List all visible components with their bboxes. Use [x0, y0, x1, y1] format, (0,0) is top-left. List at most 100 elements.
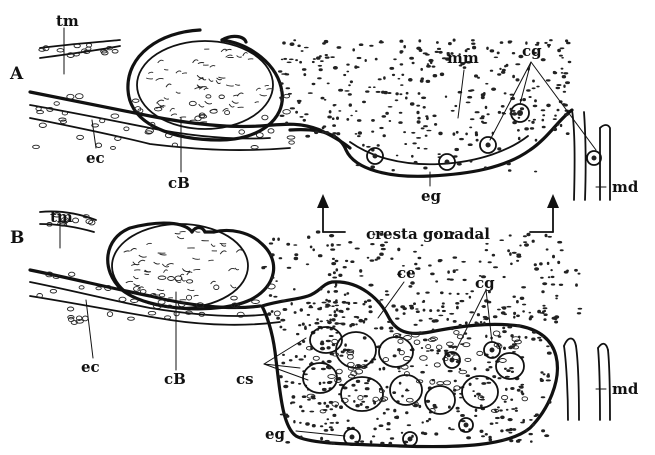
- cell-mark: [287, 136, 295, 139]
- cell-mark: [50, 289, 56, 293]
- cell-mark: [132, 99, 139, 102]
- cell-mark: [432, 115, 436, 118]
- cell-mark: [455, 302, 459, 305]
- cell-mark: [278, 70, 282, 72]
- cell-mark: [416, 292, 419, 294]
- cell-mark: [379, 368, 381, 371]
- cell-mark: [493, 331, 500, 336]
- cell-mark: [335, 283, 337, 286]
- cell-mark: [386, 408, 390, 410]
- cell-mark: [355, 323, 358, 325]
- cell-mark: [211, 281, 216, 284]
- cell-mark: [532, 331, 537, 334]
- cell-mark: [560, 47, 565, 49]
- cell-mark: [434, 432, 438, 435]
- cell-mark: [422, 421, 424, 423]
- cell-mark: [522, 397, 528, 401]
- cell-mark: [325, 440, 330, 442]
- cell-mark: [77, 135, 84, 139]
- cell-mark: [377, 256, 381, 259]
- cell-mark: [469, 127, 472, 129]
- cell-mark: [516, 300, 519, 303]
- cell-mark: [475, 133, 478, 136]
- cell-mark: [439, 51, 443, 54]
- cell-mark: [435, 280, 438, 282]
- cell-mark: [316, 230, 321, 233]
- cell-mark: [463, 279, 467, 281]
- cell-mark: [517, 129, 520, 132]
- cell-mark: [332, 132, 336, 134]
- cell-mark: [180, 232, 186, 233]
- cell-mark: [555, 297, 558, 299]
- cell-mark: [399, 40, 403, 43]
- panel-b-tm-label: tm: [50, 208, 73, 226]
- cell-mark: [157, 289, 164, 290]
- cell-mark: [522, 310, 525, 312]
- cell-mark: [418, 257, 422, 259]
- cell-mark: [513, 296, 516, 298]
- cell-mark: [54, 102, 59, 106]
- cell-mark: [128, 317, 135, 320]
- cell-mark: [279, 257, 283, 259]
- cell-mark: [411, 155, 414, 158]
- cell-mark: [83, 316, 89, 321]
- cell-mark: [418, 92, 421, 95]
- cell-mark: [345, 302, 349, 304]
- cell-mark: [299, 358, 304, 360]
- cell-mark: [407, 424, 411, 426]
- cell-mark: [480, 117, 485, 119]
- cell-mark: [291, 302, 293, 305]
- cell-mark: [526, 233, 530, 237]
- cell-mark: [504, 65, 507, 67]
- cell-mark: [465, 321, 468, 324]
- cell-mark: [561, 57, 564, 59]
- cell-mark: [415, 308, 418, 310]
- cell-mark: [210, 66, 215, 68]
- cell-mark: [507, 326, 512, 329]
- cell-mark: [285, 122, 288, 125]
- cell-mark: [560, 249, 564, 251]
- cell-mark: [508, 169, 512, 172]
- cell-mark: [359, 275, 363, 277]
- cell-mark: [147, 243, 152, 244]
- panel-b-cg-label: cg: [475, 274, 495, 292]
- cell-mark: [521, 384, 525, 386]
- cell-mark: [180, 117, 186, 118]
- cell-mark: [399, 382, 402, 385]
- cell-mark: [465, 358, 471, 361]
- cell-mark: [542, 282, 547, 285]
- cell-mark: [557, 124, 560, 126]
- cell-mark: [322, 388, 327, 391]
- cell-mark: [385, 290, 389, 292]
- cell-mark: [283, 329, 287, 331]
- cell-mark: [111, 146, 116, 149]
- cell-mark: [522, 419, 525, 422]
- cell-mark: [301, 50, 304, 52]
- cell-mark: [367, 379, 370, 382]
- cell-mark: [521, 390, 524, 393]
- cell-mark: [324, 40, 329, 43]
- cell-mark: [519, 245, 521, 247]
- cell-mark: [332, 339, 338, 343]
- cell-mark: [540, 378, 543, 381]
- cell-mark: [336, 132, 340, 135]
- cell-mark: [333, 104, 336, 106]
- cell-mark: [382, 115, 387, 118]
- cell-mark: [406, 92, 409, 95]
- cell-mark: [205, 101, 212, 104]
- cell-mark: [281, 362, 285, 365]
- cell-mark: [532, 240, 535, 243]
- cell-mark: [456, 410, 460, 412]
- cell-mark: [529, 433, 533, 435]
- cell-mark: [556, 87, 561, 89]
- cell-mark: [400, 63, 404, 65]
- cell-mark: [355, 404, 359, 407]
- cell-mark: [416, 137, 421, 139]
- cell-mark: [330, 422, 335, 424]
- cell-mark: [73, 218, 79, 223]
- cell-mark: [186, 295, 191, 300]
- cell-mark: [292, 395, 296, 399]
- cell-mark: [499, 359, 506, 363]
- panel-b-ce-label: ce: [397, 264, 416, 282]
- cell-mark: [286, 243, 290, 246]
